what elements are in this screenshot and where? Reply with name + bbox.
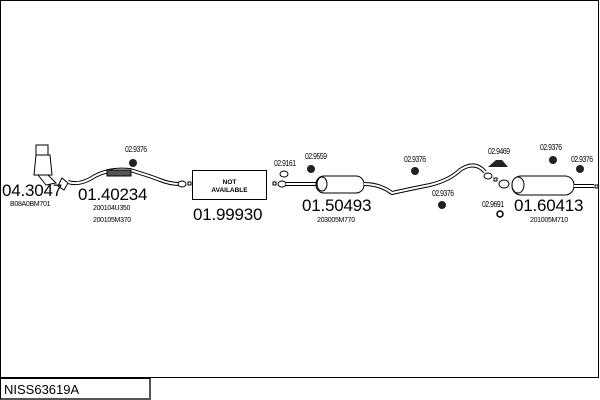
centre-silencer-icon	[272, 163, 493, 196]
rear-silencer-icon	[493, 175, 599, 196]
part-number[interactable]: 01.60413	[514, 196, 584, 215]
accessory-number[interactable]: 02.9559	[305, 152, 327, 161]
diagram-frame	[0, 0, 599, 378]
not-available-text: AVAILABLE	[211, 187, 248, 194]
accessory-number[interactable]: 02.9376	[125, 145, 147, 154]
part-ref: 200104U350	[93, 205, 131, 212]
accessory-number[interactable]: 02.9469	[488, 147, 510, 156]
front-pipe-icon	[67, 167, 192, 188]
mount-icon	[411, 167, 419, 175]
part-ref: 203005M770	[317, 217, 355, 224]
accessory-number[interactable]: 02.9376	[404, 155, 426, 164]
not-available-text: NOT	[222, 179, 237, 186]
diagram-code: NISS63619A	[4, 382, 80, 397]
catalytic-converter-icon	[33, 144, 69, 191]
part-number[interactable]: 01.40234	[78, 185, 148, 204]
part-number[interactable]: 01.50493	[302, 196, 372, 215]
part-ref: B08A0BM701	[10, 201, 51, 208]
part-number[interactable]: 04.3047	[2, 181, 63, 200]
clamp-icon	[496, 210, 504, 218]
part-number[interactable]: 01.99930	[193, 205, 263, 224]
mount-icon	[549, 156, 557, 164]
bracket-icon	[488, 160, 508, 167]
rubber-mount-icons	[129, 156, 584, 209]
part-ref: 201005M710	[530, 217, 568, 224]
part-ref: 200105M370	[93, 217, 131, 224]
accessory-number[interactable]: 02.9376	[571, 155, 593, 164]
accessory-number[interactable]: 02.9161	[274, 159, 296, 168]
mount-icon	[438, 201, 446, 209]
not-available-box: NOT AVAILABLE	[192, 170, 267, 200]
accessory-number[interactable]: 02.9691	[482, 200, 504, 209]
mount-icon	[576, 165, 584, 173]
diagram-code-box: NISS63619A	[0, 378, 151, 400]
accessory-number[interactable]: 02.9376	[432, 189, 454, 198]
accessory-number[interactable]: 02.9376	[540, 143, 562, 152]
gasket-icon	[279, 170, 289, 178]
mount-icon	[307, 165, 315, 173]
mount-icon	[129, 159, 137, 167]
